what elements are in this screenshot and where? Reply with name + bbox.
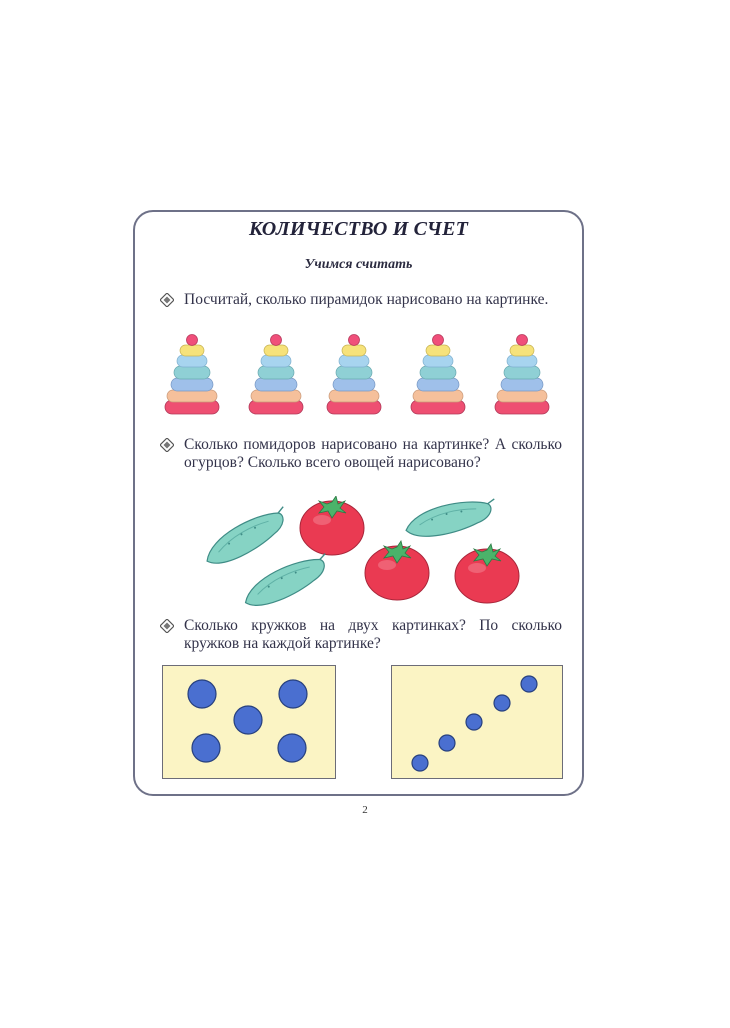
task-2: Сколько помидоров нарисовано на картинке…: [160, 436, 562, 472]
tomato-1: [299, 496, 365, 556]
page-number: 2: [362, 804, 368, 816]
pyramid-3: [326, 334, 382, 415]
task-3-text: Сколько кружков на двух картинках? По ск…: [184, 617, 562, 652]
task-2-text: Сколько помидоров нарисовано на картинке…: [184, 436, 562, 471]
circles-box-left: [162, 665, 336, 779]
diamond-bullet-icon: [160, 293, 174, 307]
circle: [438, 734, 456, 752]
tomato-3: [454, 543, 520, 604]
task-1-text: Посчитай, сколько пирамидок нарисовано н…: [184, 291, 549, 308]
tomato-2: [364, 540, 430, 601]
page-title: КОЛИЧЕСТВО И СЧЕТ: [248, 218, 469, 240]
circle: [191, 733, 221, 763]
diamond-bullet-icon: [160, 438, 174, 452]
circle: [277, 733, 307, 763]
pyramid-4: [410, 334, 466, 415]
circles-box-right: [391, 665, 563, 779]
diamond-bullet-icon: [160, 619, 174, 633]
task-1: Посчитай, сколько пирамидок нарисовано н…: [160, 291, 562, 309]
circle: [493, 694, 511, 712]
task-3: Сколько кружков на двух картинках? По ск…: [160, 617, 562, 653]
page-frame: [133, 210, 584, 796]
pyramid-5: [494, 334, 550, 415]
circle: [520, 675, 538, 693]
page-subtitle: Учимся считать: [304, 257, 413, 272]
circle: [411, 754, 429, 772]
cucumber-1: [198, 505, 296, 570]
circle: [465, 713, 483, 731]
circle: [278, 679, 308, 709]
cucumber-2: [403, 498, 499, 540]
circle: [233, 705, 263, 735]
circles-right: [411, 675, 538, 772]
pyramid-2: [248, 334, 304, 415]
cucumber-3: [238, 552, 336, 606]
circle: [187, 679, 217, 709]
circles-left: [187, 679, 308, 763]
pyramids-illustration: [164, 334, 550, 415]
pyramid-1: [164, 334, 220, 415]
vegetables-illustration: [198, 496, 520, 606]
